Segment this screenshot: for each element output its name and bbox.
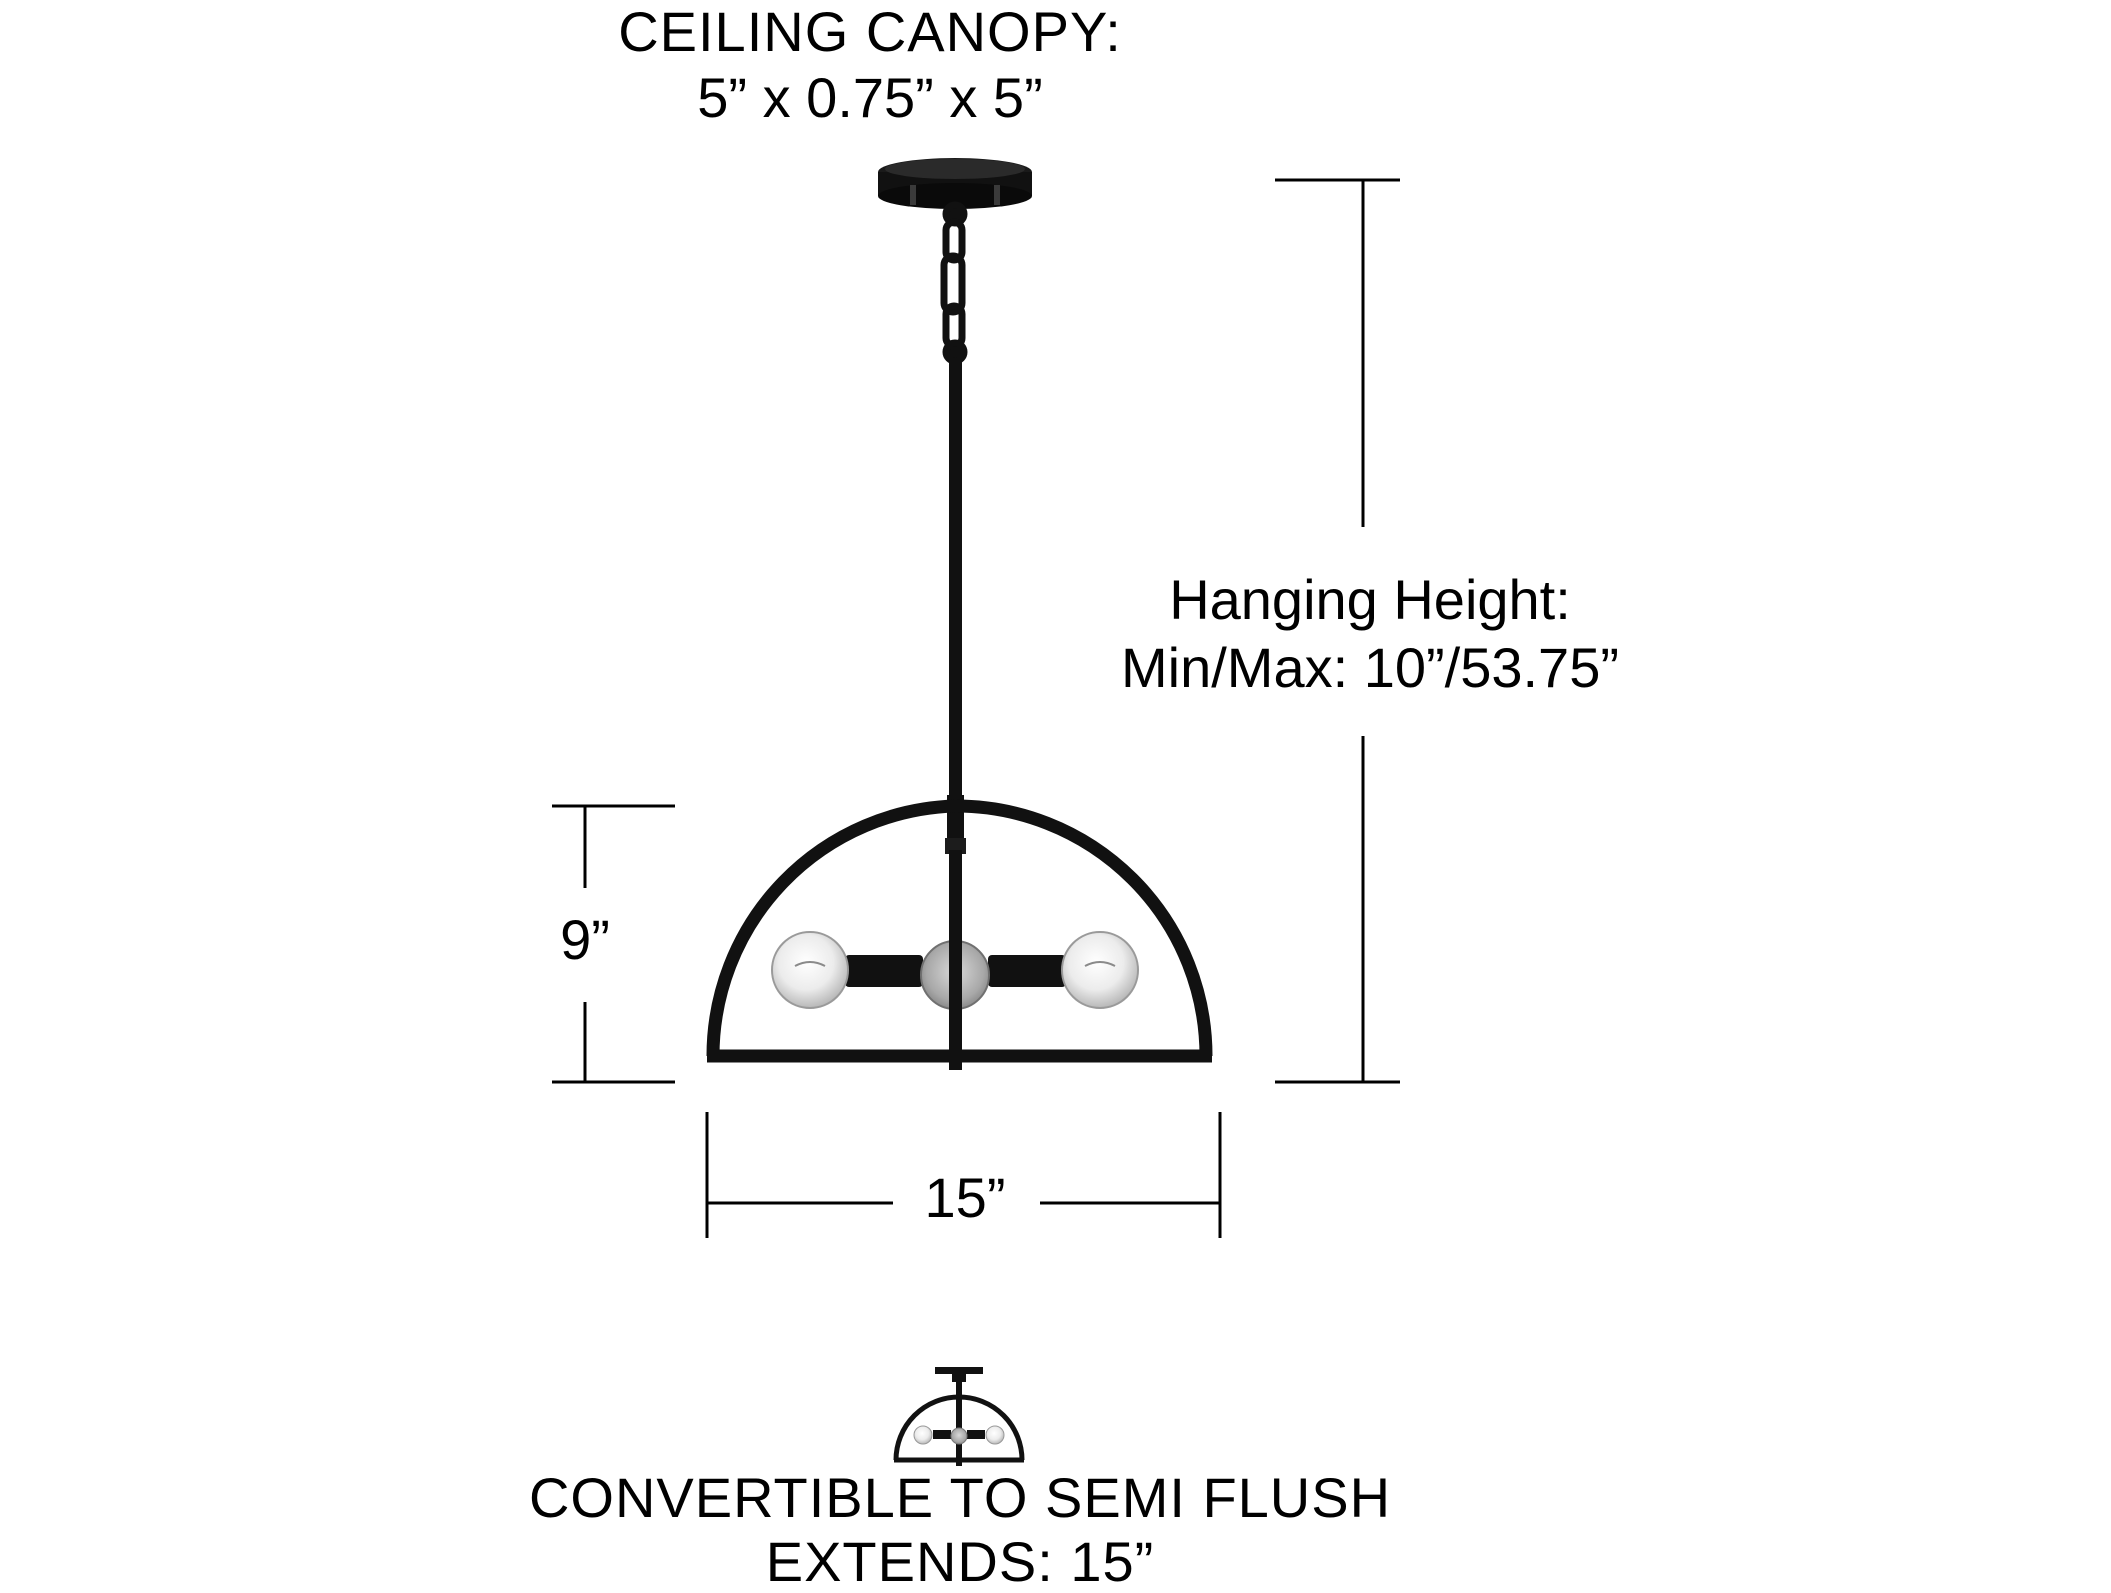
bulbs [771, 931, 1139, 1010]
fixture-width-label: 15” [924, 1166, 1006, 1229]
semi-flush-icon [893, 1367, 1025, 1466]
left-bulb-icon [771, 931, 849, 1009]
hanging-height-dimension [1275, 178, 1400, 1084]
right-bulb-icon [1061, 931, 1139, 1009]
hanging-height-value: Min/Max: 10”/53.75” [1121, 636, 1619, 699]
canopy-dimensions: 5” x 0.75” x 5” [697, 66, 1043, 129]
canopy-label: CEILING CANOPY: [618, 0, 1122, 63]
height-dimension [552, 804, 675, 1084]
hanging-height-label: Hanging Height: [1169, 568, 1571, 631]
ceiling-canopy [878, 158, 1032, 209]
semi-flush-extends: EXTENDS: 15” [765, 1530, 1155, 1593]
center-bulb-icon [920, 940, 990, 1010]
width-dimension [705, 1112, 1222, 1238]
down-rod [945, 360, 966, 1070]
semi-flush-label: CONVERTIBLE TO SEMI FLUSH [528, 1466, 1392, 1529]
chain [940, 201, 968, 365]
dome-frame [706, 799, 1213, 1063]
fixture-height-label: 9” [560, 908, 610, 971]
bulb-sockets [845, 955, 1066, 987]
